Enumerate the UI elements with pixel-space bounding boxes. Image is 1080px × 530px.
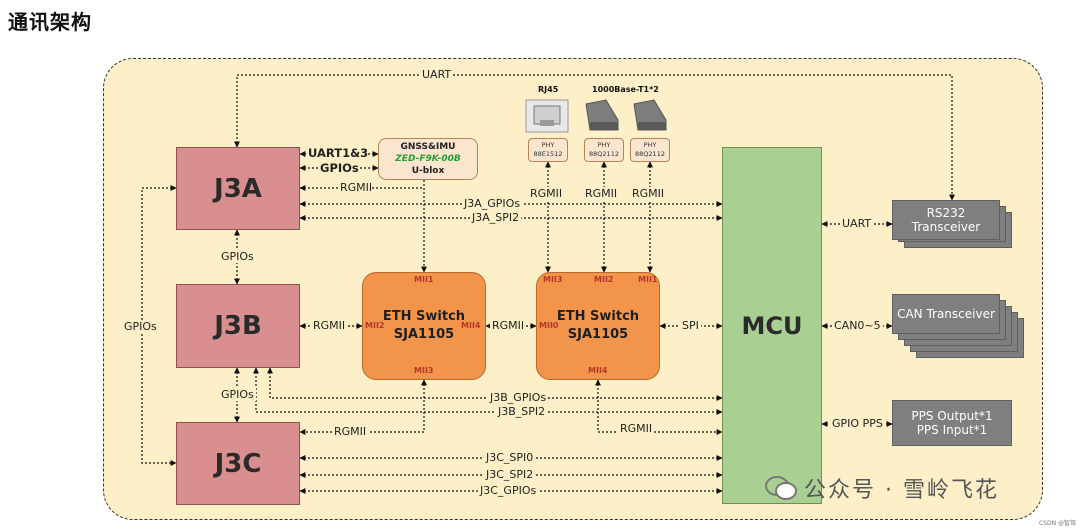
s1-mii2-port: MII2 xyxy=(365,321,385,330)
rgmii-gnss-label: RGMII xyxy=(340,181,373,194)
phy1-caption: RJ45 xyxy=(538,85,559,94)
gpios-left-label: GPIOs xyxy=(122,320,159,333)
phy-88e1512: PHY 88E1512 xyxy=(528,138,568,162)
s2-mii3-port: MII3 xyxy=(543,275,563,284)
j3c-gpios-label: J3C_GPIOs xyxy=(478,484,539,497)
j3c-block: J3C xyxy=(176,422,300,505)
rgmii-phy3-label: RGMII xyxy=(632,187,665,200)
phy3-line1: PHY xyxy=(643,141,657,149)
watermark: 公众号 · 雪岭飞花 xyxy=(764,472,999,504)
phy2-line1: PHY xyxy=(597,141,611,149)
s2-mii2-port: MII2 xyxy=(594,275,614,284)
switch2-name: ETH Switch xyxy=(556,309,640,324)
rgmii-mcu-line xyxy=(595,379,723,435)
rgmii-phy1-label: RGMII xyxy=(530,187,563,200)
t1-connector-icon xyxy=(633,99,667,131)
uart13-label: UART1&3 xyxy=(308,146,369,160)
j3b-spi2-label: J3B_SPI2 xyxy=(496,405,548,418)
rj45-connector-icon xyxy=(525,99,569,133)
rgmii-j3b-label: RGMII xyxy=(311,319,348,332)
j3b-spi2-line xyxy=(253,367,723,415)
pps-block: PPS Output*1 PPS Input*1 xyxy=(892,400,1012,446)
s2-mii0-port: MII0 xyxy=(539,321,559,330)
rgmii-j3c-label: RGMII xyxy=(332,425,369,438)
switch2-part: SJA1105 xyxy=(567,327,629,342)
j3c-spi0-label: J3C_SPI0 xyxy=(484,451,536,464)
j3b-block: J3B xyxy=(176,284,300,368)
rgmii-j3a-switch-line xyxy=(299,185,427,273)
switch1-part: SJA1105 xyxy=(393,327,455,342)
phy1-line1: PHY xyxy=(541,141,555,149)
gnss-part-number: ZED-F9K-00B xyxy=(395,154,461,164)
gpio-pps-label: GPIO PPS xyxy=(830,417,885,430)
j3a-block: J3A xyxy=(176,147,300,230)
rgmii-phy2-label: RGMII xyxy=(585,187,618,200)
can-range-label: CAN0~5 xyxy=(832,319,883,332)
switch1-name: ETH Switch xyxy=(382,309,466,324)
gpios-ab-label: GPIOs xyxy=(219,250,256,263)
watermark-text: 公众号 · 雪岭飞花 xyxy=(804,478,999,503)
phy2-caption: 1000Base-T1*2 xyxy=(592,85,659,94)
s1-mii4-port: MII4 xyxy=(461,321,481,330)
rgmii-j3c-line xyxy=(299,379,427,435)
credit: CSDN @智驾 xyxy=(1038,520,1076,527)
gnss-title: GNSS&IMU xyxy=(400,142,456,152)
j3b-gpios-label: J3B_GPIOs xyxy=(488,391,549,404)
wechat-icon xyxy=(765,476,797,500)
uart-rs232-label: UART xyxy=(840,217,874,230)
s1-mii1-port: MII1 xyxy=(414,275,434,284)
s2-mii1-port: MII1 xyxy=(638,275,658,284)
s2-mii4-port: MII4 xyxy=(588,366,608,375)
spi-label: SPI xyxy=(680,319,701,332)
eth-switch-2: ETH Switch SJA1105 xyxy=(536,272,660,380)
s1-mii3-port: MII3 xyxy=(414,366,434,375)
j3c-spi2-label: J3C_SPI2 xyxy=(484,468,536,481)
gpios-left-line xyxy=(141,185,177,466)
page-title: 通讯架构 xyxy=(8,10,92,34)
rs232-line2: Transceiver xyxy=(911,220,981,234)
gnss-vendor: U-blox xyxy=(411,166,445,176)
rs232-line1: RS232 xyxy=(926,206,966,220)
gpios-gnss-label: GPIOs xyxy=(320,161,359,175)
can-transceiver: CAN Transceiver xyxy=(892,294,1000,334)
phy1-line2: 88E1512 xyxy=(533,150,563,158)
mcu-block: MCU xyxy=(722,147,822,504)
phy-88q2112-a: PHY 88Q2112 xyxy=(584,138,624,162)
rgmii-sw-label: RGMII xyxy=(490,319,527,332)
phy3-line2: 88Q2112 xyxy=(635,150,665,158)
j3a-spi2-label: J3A_SPI2 xyxy=(470,211,522,224)
phy2-line2: 88Q2112 xyxy=(589,150,619,158)
phy-88q2112-b: PHY 88Q2112 xyxy=(630,138,670,162)
uart-top-line xyxy=(234,74,955,201)
gpios-bc-label: GPIOs xyxy=(219,388,256,401)
rgmii-mcu-label: RGMII xyxy=(618,422,655,435)
uart-label: UART xyxy=(420,68,454,81)
gnss-imu-block: GNSS&IMU ZED-F9K-00B U-blox xyxy=(378,138,478,180)
j3a-gpios-label: J3A_GPIOs xyxy=(462,197,523,210)
pps-line2: PPS Input*1 xyxy=(916,423,988,437)
eth-switch-1: ETH Switch SJA1105 xyxy=(362,272,486,380)
t1-connector-icon xyxy=(585,99,619,131)
rs232-transceiver: RS232 Transceiver xyxy=(892,200,1000,240)
pps-line1: PPS Output*1 xyxy=(911,409,993,423)
